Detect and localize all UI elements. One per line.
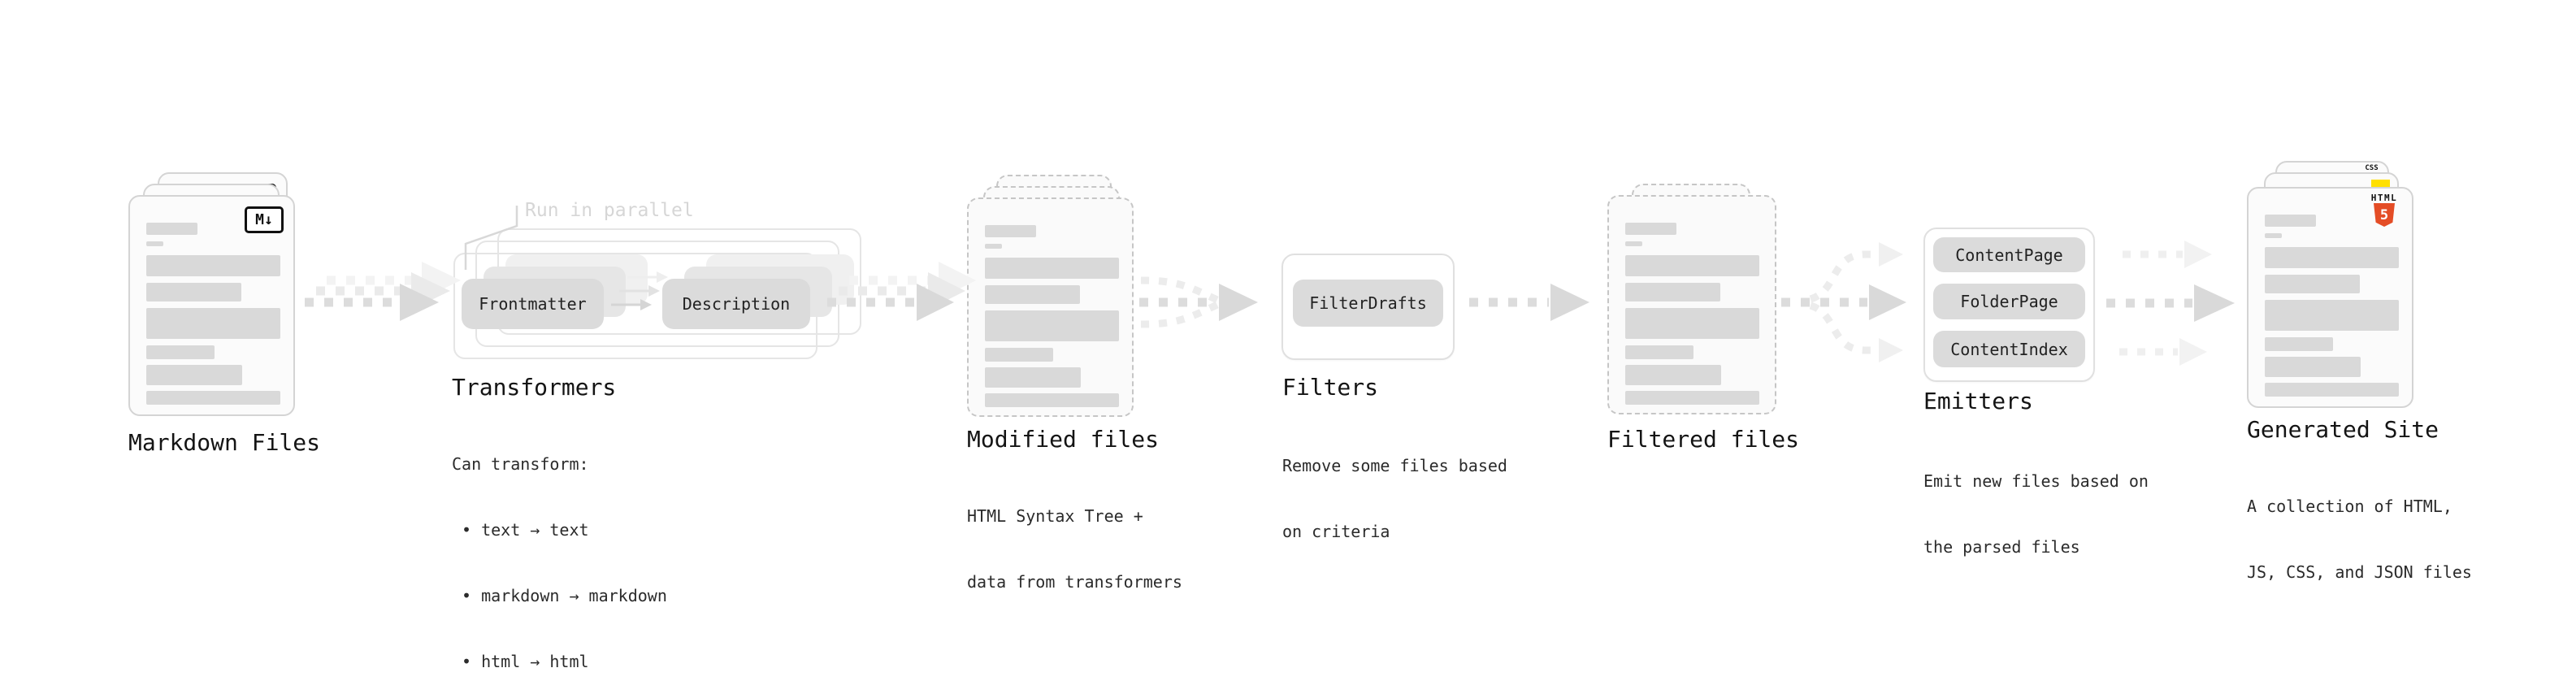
html5-icon-shield: 5 xyxy=(2374,203,2395,227)
filtered-file-card xyxy=(1607,195,1776,414)
skeleton-bar xyxy=(2265,383,2399,397)
skeleton-bar xyxy=(2265,300,2399,331)
stage-desc-transformers: Can transform: • text → text • markdown … xyxy=(452,410,667,681)
subtitle-line: A collection of HTML, xyxy=(2247,497,2452,516)
stage-desc-modified-files: HTML Syntax Tree + data from transformer… xyxy=(967,462,1182,637)
stage-title-modified-files: Modified files xyxy=(967,426,1160,453)
skeleton-bar xyxy=(985,367,1081,388)
arrow-modified-to-filters xyxy=(1139,276,1258,328)
html5-icon: HTML 5 xyxy=(2366,193,2403,227)
skeleton-bar xyxy=(2265,247,2399,268)
subtitle-line: JS, CSS, and JSON files xyxy=(2247,562,2472,582)
skeleton-bar xyxy=(985,393,1119,407)
skeleton-bar xyxy=(1625,223,1676,235)
stage-title-generated-site: Generated Site xyxy=(2247,416,2439,443)
filter-pill-filterdrafts: FilterDrafts xyxy=(1293,280,1443,327)
skeleton-bar xyxy=(1625,283,1720,301)
arrow-filters-to-filtered xyxy=(1469,284,1589,321)
transform-bullet: • text → text xyxy=(462,520,589,540)
skeleton-bar xyxy=(985,310,1119,341)
skeleton-bar xyxy=(1625,365,1721,385)
skeleton-bar xyxy=(2265,357,2361,377)
subtitle-line: HTML Syntax Tree + xyxy=(967,506,1143,526)
generated-site-card: HTML 5 xyxy=(2247,187,2413,408)
stage-title-filters: Filters xyxy=(1282,374,1379,401)
arrow-markdown-to-transformers xyxy=(305,262,461,321)
stage-desc-generated-site: A collection of HTML, JS, CSS, and JSON … xyxy=(2247,452,2472,627)
skeleton-bar xyxy=(146,308,280,339)
stage-title-transformers: Transformers xyxy=(452,374,617,401)
skeleton-bar xyxy=(146,391,280,405)
arrow-emitters-to-generated xyxy=(2106,241,2235,366)
skeleton-bar xyxy=(146,255,280,276)
skeleton-bar xyxy=(1625,255,1759,276)
stage-title-emitters: Emitters xyxy=(1923,388,2033,414)
doc-skeleton xyxy=(1609,223,1775,405)
skeleton-bar xyxy=(985,225,1036,237)
transform-bullet: • html → html xyxy=(462,652,589,671)
subtitle-line: the parsed files xyxy=(1923,537,2080,557)
skeleton-bar xyxy=(146,223,197,235)
skeleton-bar xyxy=(146,283,241,301)
stage-desc-filters: Remove some files based on criteria xyxy=(1282,411,1507,587)
skeleton-bar xyxy=(1625,391,1759,405)
stage-desc-emitters: Emit new files based on the parsed files xyxy=(1923,427,2149,602)
subtitle-line: Remove some files based xyxy=(1282,456,1507,475)
transformer-pill-description: Description xyxy=(662,279,810,329)
skeleton-bar xyxy=(146,241,163,246)
arrow-filtered-to-emitters xyxy=(1781,242,1906,362)
markdown-icon: M↓ xyxy=(245,206,284,233)
stage-title-filtered-files: Filtered files xyxy=(1607,426,1800,453)
subtitle-line: data from transformers xyxy=(967,572,1182,592)
doc-skeleton xyxy=(969,225,1132,407)
emitter-pill-contentindex: ContentIndex xyxy=(1933,331,2085,367)
skeleton-bar xyxy=(146,345,215,359)
transform-heading: Can transform: xyxy=(452,454,589,474)
emitter-pill-contentpage: ContentPage xyxy=(1933,237,2085,272)
css-icon-label: CSS xyxy=(2365,164,2379,172)
skeleton-bar xyxy=(1625,308,1759,339)
skeleton-bar xyxy=(1625,345,1693,359)
doc-skeleton xyxy=(130,223,293,405)
skeleton-bar xyxy=(1625,241,1642,246)
subtitle-line: Emit new files based on xyxy=(1923,471,2149,491)
skeleton-bar xyxy=(985,244,1002,249)
markdown-file-card: M↓ xyxy=(128,195,295,416)
html5-icon-word: HTML xyxy=(2370,193,2398,203)
transformer-pill-frontmatter: Frontmatter xyxy=(462,279,604,329)
skeleton-bar xyxy=(985,348,1053,362)
skeleton-bar xyxy=(2265,215,2316,227)
modified-file-card xyxy=(967,197,1134,417)
skeleton-bar xyxy=(2265,337,2333,351)
skeleton-bar xyxy=(146,365,242,385)
skeleton-bar xyxy=(2265,233,2282,238)
skeleton-bar xyxy=(2265,275,2360,293)
stage-title-markdown-files: Markdown Files xyxy=(128,429,321,456)
emitter-pill-folderpage: FolderPage xyxy=(1933,284,2085,319)
skeleton-bar xyxy=(985,258,1119,279)
subtitle-line: on criteria xyxy=(1282,522,1390,541)
run-in-parallel-note: Run in parallel xyxy=(525,200,694,221)
doc-skeleton xyxy=(2249,215,2412,397)
skeleton-bar xyxy=(985,285,1080,304)
transform-bullet: • markdown → markdown xyxy=(462,586,667,605)
